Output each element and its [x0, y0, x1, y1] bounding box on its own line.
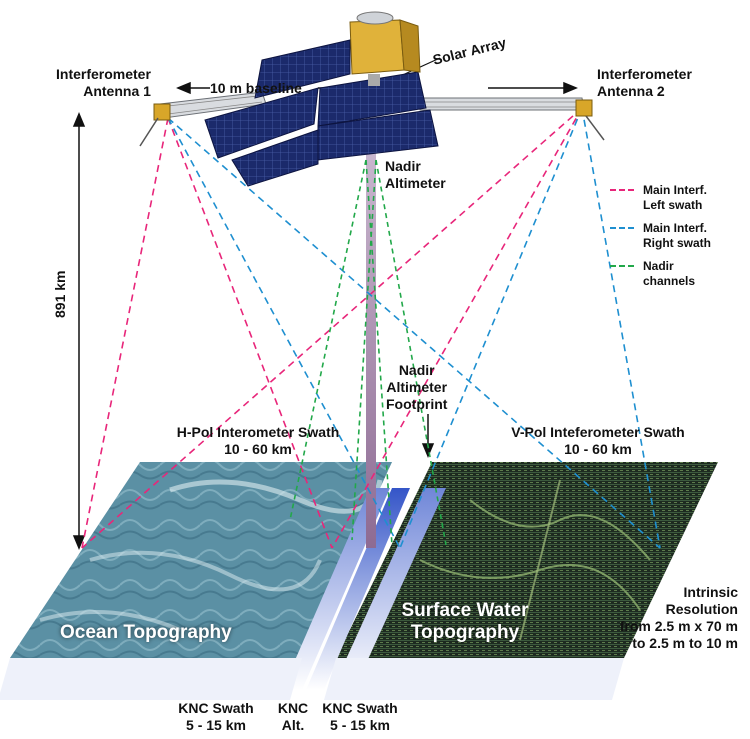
nadir-footprint-line-2: Altimeter — [386, 379, 448, 395]
intrinsic-line-2: Resolution — [665, 601, 738, 617]
knc-swath-right-strip — [332, 488, 446, 690]
knc-alt-strip — [306, 488, 410, 690]
hpol-swath-line-2: 10 - 60 km — [224, 441, 292, 457]
vpol-swath-line-1: V-Pol Inteferometer Swath — [511, 424, 685, 440]
nadir-footprint-label: Nadir Altimeter Footprint — [386, 362, 447, 413]
legend-nadir-line-2: channels — [643, 274, 696, 288]
surface-water-line-1: Surface Water — [401, 600, 529, 621]
intrinsic-resolution-label: Intrinsic Resolution from 2.5 m x 70 m t… — [600, 584, 738, 652]
knc-swath-left-label: KNC Swath 5 - 15 km — [166, 700, 266, 734]
surface-water-label: Surface Water Topography — [380, 600, 550, 644]
interferometer-antenna-1-label: Interferometer Antenna 1 — [56, 66, 151, 100]
ocean-topography-label: Ocean Topography — [60, 622, 232, 643]
legend-nadir-channels: Nadir channels — [643, 259, 695, 289]
vpol-swath-line-2: 10 - 60 km — [564, 441, 632, 457]
knc-left-line-1: KNC Swath — [178, 700, 254, 716]
interferometer-2-line-2: Antenna 2 — [597, 83, 665, 99]
knc-right-line-2: 5 - 15 km — [330, 717, 390, 733]
legend-right-line-1: Main Interf. — [643, 221, 708, 235]
vpol-swath-label: V-Pol Inteferometer Swath 10 - 60 km — [498, 424, 698, 458]
satellite-bus — [349, 11, 421, 86]
baseline-arrows — [176, 81, 578, 95]
hpol-swath-label: H-Pol Interometer Swath 10 - 60 km — [168, 424, 348, 458]
nadir-beam — [366, 150, 376, 548]
knc-alt-label: KNC Alt. — [268, 700, 318, 734]
interferometer-2-line-1: Interferometer — [597, 66, 692, 82]
knc-alt-line-2: Alt. — [281, 717, 305, 733]
left-swath-lines — [81, 107, 583, 549]
antenna-2-box — [575, 99, 593, 117]
nadir-channel-lines — [289, 159, 447, 546]
altitude-label: 891 km — [52, 270, 68, 318]
nadir-footprint-line-3: Footprint — [386, 396, 448, 412]
knc-alt-line-1: KNC — [277, 700, 309, 716]
surface-water-line-2: Topography — [410, 622, 520, 643]
legend-left-swath: Main Interf. Left swath — [643, 183, 707, 213]
antenna-1-box — [153, 103, 171, 121]
interferometer-1-line-2: Antenna 1 — [83, 83, 151, 99]
right-swath-lines — [167, 107, 661, 549]
baseline-label: 10 m baseline — [210, 80, 302, 96]
hpol-swath-line-1: H-Pol Interometer Swath — [176, 424, 340, 440]
legend-right-line-2: Right swath — [643, 236, 711, 250]
interferometer-1-line-1: Interferometer — [56, 66, 151, 82]
knc-swath-left-strip — [282, 488, 390, 690]
ocean-topography-panel — [10, 462, 392, 658]
intrinsic-line-1: Intrinsic — [683, 584, 738, 600]
legend-nadir-line-1: Nadir — [643, 259, 674, 273]
legend-left-line-2: Left swath — [643, 198, 703, 212]
intrinsic-line-4: to 2.5 m to 10 m — [632, 635, 738, 651]
altitude-arrow — [72, 112, 86, 550]
knc-left-line-2: 5 - 15 km — [186, 717, 246, 733]
intrinsic-line-3: from 2.5 m x 70 m — [619, 618, 738, 634]
knc-right-line-1: KNC Swath — [322, 700, 398, 716]
antenna-boom-right — [417, 97, 585, 111]
nadir-altimeter-line-2: Altimeter — [385, 175, 446, 191]
legend-right-swath: Main Interf. Right swath — [643, 221, 711, 251]
legend-left-line-1: Main Interf. — [643, 183, 708, 197]
knc-swath-right-label: KNC Swath 5 - 15 km — [310, 700, 410, 734]
nadir-altimeter-label: Nadir Altimeter — [385, 158, 446, 192]
solar-array — [204, 39, 439, 187]
nadir-footprint-line-1: Nadir — [398, 362, 435, 378]
nadir-altimeter-line-1: Nadir — [385, 158, 421, 174]
interferometer-antenna-2-label: Interferometer Antenna 2 — [597, 66, 692, 100]
